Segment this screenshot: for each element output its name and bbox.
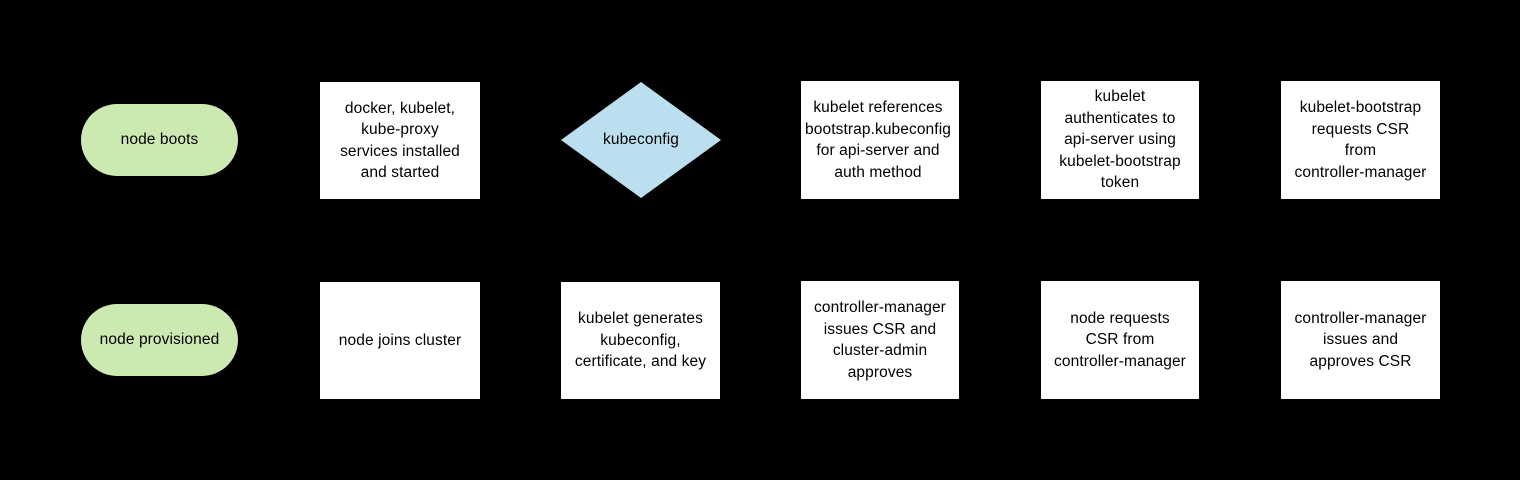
diagram-node-kubelet-references-bootstrap[interactable]: kubelet references bootstrap.kubeconfig … xyxy=(801,81,959,199)
diagram-node-controller-manager-issues-csr[interactable]: controller-manager issues CSR and cluste… xyxy=(801,281,959,399)
diagram-node-node-joins-cluster[interactable]: node joins cluster xyxy=(320,282,480,399)
diagram-node-node-requests-csr[interactable]: node requests CSR from controller-manage… xyxy=(1041,281,1199,399)
node-label: kubelet generates kubeconfig, certificat… xyxy=(574,310,707,371)
node-label: controller-manager issues CSR and cluste… xyxy=(814,299,946,381)
node-label: node joins cluster xyxy=(338,331,462,349)
diagram-node-kubelet-generates-kubeconfig[interactable]: kubelet generates kubeconfig, certificat… xyxy=(561,282,720,399)
diagram-node-node-boots[interactable]: node boots xyxy=(81,104,238,176)
node-label: controller-manager issues and approves C… xyxy=(1294,309,1427,370)
diagram-node-node-provisioned[interactable]: node provisioned xyxy=(81,304,238,376)
node-label: kubelet-bootstrap requests CSR from cont… xyxy=(1294,99,1427,181)
node-label: kubelet authenticates to api-server usin… xyxy=(1059,88,1181,192)
node-label: kubeconfig xyxy=(603,131,679,149)
diagram-node-kubelet-authenticates[interactable]: kubelet authenticates to api-server usin… xyxy=(1041,81,1199,199)
diagram-node-kubeconfig-decision[interactable]: kubeconfig xyxy=(561,82,721,198)
node-label: docker, kubelet, kube-proxy services ins… xyxy=(340,99,460,182)
diagram-node-kubelet-bootstrap-requests-csr[interactable]: kubelet-bootstrap requests CSR from cont… xyxy=(1281,81,1440,199)
node-label: node provisioned xyxy=(99,331,220,349)
diagram-node-controller-manager-issues-approves[interactable]: controller-manager issues and approves C… xyxy=(1281,281,1440,399)
diagram-node-services-installed[interactable]: docker, kubelet, kube-proxy services ins… xyxy=(320,82,480,199)
node-label: kubelet references bootstrap.kubeconfig … xyxy=(805,99,951,181)
node-label: node requests CSR from controller-manage… xyxy=(1054,309,1186,370)
node-label: node boots xyxy=(120,131,199,149)
